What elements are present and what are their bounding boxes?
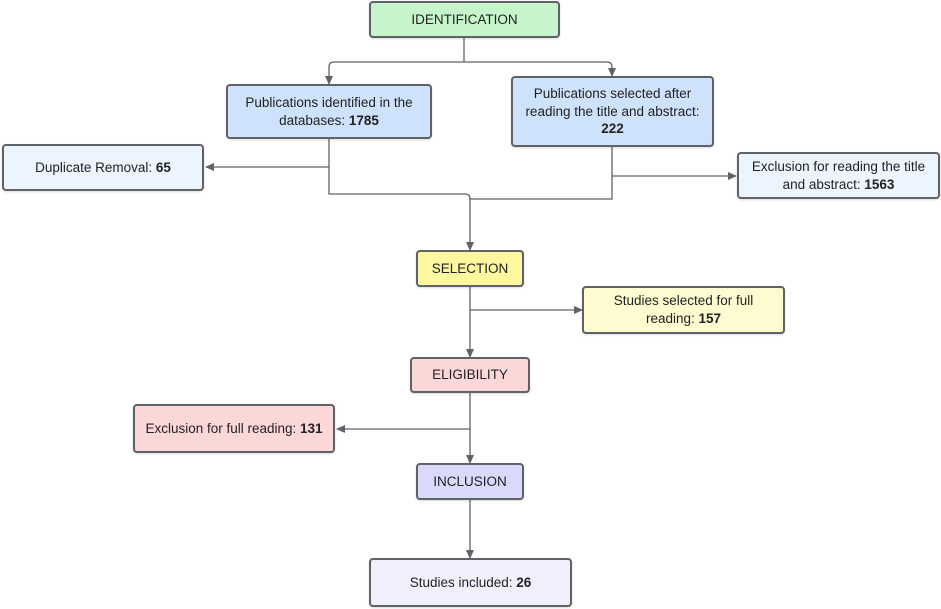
identification-label: IDENTIFICATION <box>411 11 518 27</box>
selected-title-count: 222 <box>601 121 624 137</box>
selection-label: SELECTION <box>431 260 509 276</box>
full-reading-box: Studies selected for full reading: 157 <box>582 286 785 334</box>
studies-included-text: Studies included: 26 <box>409 574 532 590</box>
inclusion-box: INCLUSION <box>416 463 524 500</box>
studies-included-box: Studies included: 26 <box>369 558 572 607</box>
selected-title-text: Publications selected after reading the … <box>525 86 700 137</box>
exclusion-full-text: Exclusion for full reading: 131 <box>145 420 323 436</box>
exclusion-full-count: 131 <box>300 420 323 436</box>
inclusion-label: INCLUSION <box>433 473 507 489</box>
duplicate-removal-count: 65 <box>155 159 171 175</box>
exclusion-title-count: 1563 <box>864 176 895 192</box>
full-reading-count: 157 <box>698 311 722 326</box>
identified-count: 1785 <box>348 112 379 128</box>
duplicate-removal-box: Duplicate Removal: 65 <box>2 144 204 191</box>
selected-title-box: Publications selected after reading the … <box>511 76 714 147</box>
eligibility-box: ELIGIBILITY <box>410 357 530 393</box>
eligibility-label: ELIGIBILITY <box>432 367 508 383</box>
exclusion-title-box: Exclusion for reading the title and abst… <box>737 152 940 199</box>
studies-included-count: 26 <box>516 574 532 590</box>
connector-selected-down <box>470 147 613 200</box>
identified-box: Publications identified in the databases… <box>226 84 432 139</box>
exclusion-full-box: Exclusion for full reading: 131 <box>133 404 335 453</box>
exclusion-title-text: Exclusion for reading the title and abst… <box>751 158 926 192</box>
selection-box: SELECTION <box>416 250 524 287</box>
connector-to-selected-title <box>464 61 616 77</box>
connector-to-identified <box>325 61 464 85</box>
identified-text: Publications identified in the databases… <box>245 94 413 128</box>
full-reading-text: Studies selected for full reading: 157 <box>613 293 754 326</box>
duplicate-removal-text: Duplicate Removal: 65 <box>35 159 171 175</box>
identification-box: IDENTIFICATION <box>369 1 560 38</box>
connector-identified-down <box>328 139 474 251</box>
